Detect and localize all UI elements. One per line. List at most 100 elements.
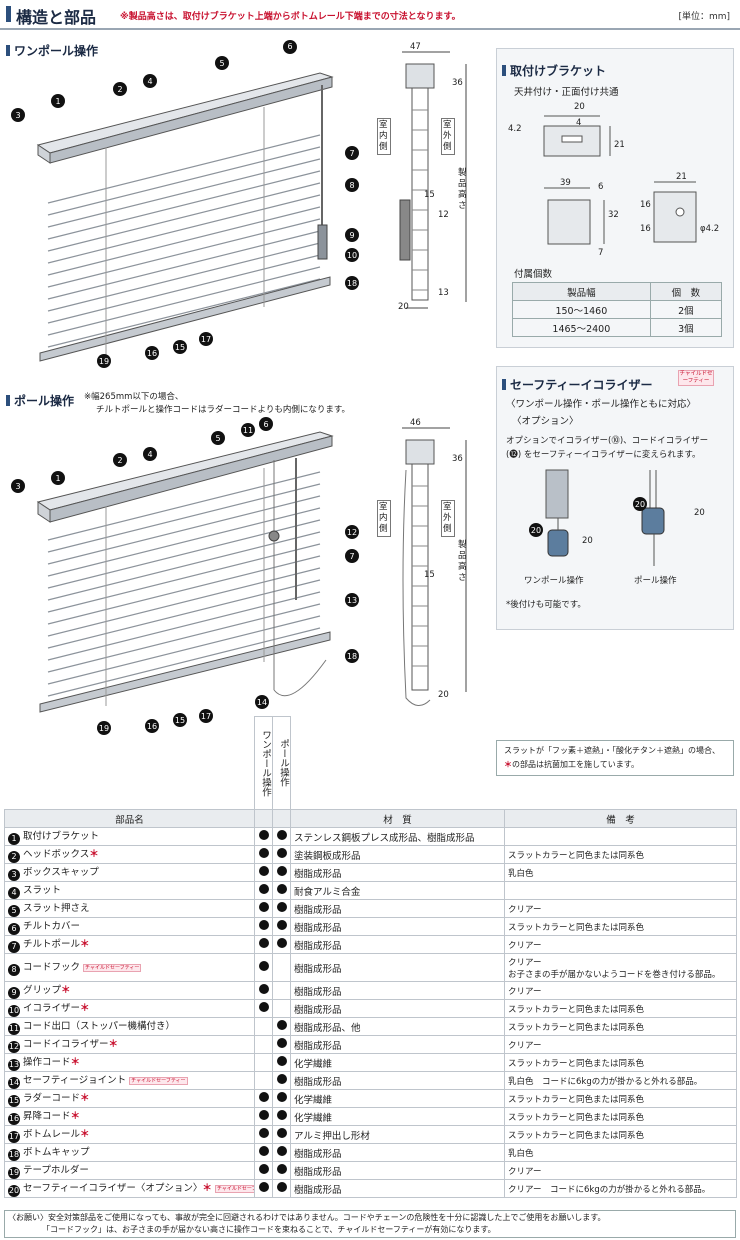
svg-text:1: 1 [55, 474, 60, 483]
dot-icon [258, 984, 269, 994]
part-name: スラット [23, 885, 62, 896]
remarks-cell: クリアー [504, 1035, 737, 1054]
dot-icon [276, 1056, 287, 1066]
pole-note-1: ※幅265mm以下の場合、 [84, 392, 184, 402]
indoor-label: 室内側 [377, 118, 391, 155]
callout: 1 [55, 97, 60, 106]
remarks-text: クリアー [508, 904, 542, 915]
footer-box [4, 1210, 736, 1238]
onepole-mark [254, 935, 273, 954]
material-cell: 樹脂成形品 [290, 999, 505, 1018]
outdoor-label: 室外側 [441, 118, 455, 155]
pole-illustration: 1 2 3 4 5 11 6 12 7 13 18 14 17 15 16 19 [11, 417, 359, 735]
dim-13: 13 [438, 288, 449, 298]
dot-icon [258, 902, 269, 912]
dot-icon [276, 884, 287, 894]
dot-icon [258, 1182, 269, 1192]
svg-text:15: 15 [175, 716, 185, 725]
material-cell: 樹脂成形品 [290, 953, 505, 982]
height-label: 製品高さ [458, 168, 467, 211]
remarks-text: クリアー [508, 986, 542, 997]
svg-text:3: 3 [15, 482, 20, 491]
dot-icon [258, 961, 269, 971]
dot-icon [276, 866, 287, 876]
remarks-cell: クリアーお子さまの手が届かないようコードを巻き付ける部品。 [504, 953, 737, 982]
dot-icon [258, 938, 269, 948]
part-name: チルトポール [23, 939, 81, 950]
pole-title: ポール操作 [6, 392, 74, 409]
svg-text:16: 16 [147, 722, 157, 731]
bracket-dim-7: 32 [608, 210, 619, 220]
part-name: テープホルダー [23, 1165, 89, 1176]
dot-icon [258, 830, 269, 840]
dot-icon [276, 830, 287, 840]
bracket-table-title: 付属個数 [514, 269, 553, 280]
part-number: 17 [8, 1131, 20, 1143]
part-name: 操作コード [23, 1057, 71, 1068]
part-name: 昇降コード [23, 1111, 71, 1122]
part-number: 8 [8, 964, 20, 976]
th-spacer-2 [291, 717, 505, 810]
bracket-cell: 2個 [649, 300, 723, 319]
dot-icon [258, 1164, 269, 1174]
svg-text:20: 20 [531, 526, 541, 535]
dot-icon [276, 1092, 287, 1102]
antibac-mark: ＊ [70, 1111, 81, 1122]
onepole-mark [254, 881, 273, 900]
pole-mark [272, 953, 291, 982]
callout-6: 6 [283, 40, 297, 54]
dim-12: 12 [438, 210, 449, 220]
dim-15: 15 [424, 190, 435, 200]
part-number: 10 [8, 1005, 20, 1017]
page-title: 構造と部品 [16, 8, 97, 27]
svg-text:10: 10 [347, 251, 357, 260]
th-part-name: 部品名 [4, 809, 255, 828]
th-remarks: 備 考 [504, 809, 737, 828]
part-number: 11 [8, 1023, 20, 1035]
bracket-subtitle: 天井付け・正面付け共通 [514, 87, 619, 98]
dot-icon [258, 1128, 269, 1138]
bracket-dim-5: 39 [560, 178, 571, 188]
dim-47: 47 [410, 42, 421, 52]
remarks-cell: クリアー [504, 981, 737, 1000]
svg-text:15: 15 [175, 343, 185, 352]
pole-mark [272, 1143, 291, 1162]
safety-dim-a: 20 [582, 536, 593, 546]
bracket-dim-2: 4 [576, 118, 582, 128]
safety-note: *後付けも可能です。 [506, 600, 586, 610]
onepole-mark [254, 1179, 273, 1198]
remarks-text: スラットカラーと同色または同系色 [508, 1058, 645, 1069]
dot-icon [276, 1110, 287, 1120]
pole-indoor-label: 室内側 [377, 500, 391, 537]
remarks-cell: スラットカラーと同色または同系色 [504, 1125, 737, 1144]
part-number: 20 [8, 1185, 20, 1197]
onepole-mark [254, 1125, 273, 1144]
th-spacer [5, 717, 255, 810]
remarks-cell: スラットカラーと同色または同系色 [504, 917, 737, 936]
part-name: ラダーコード [23, 1093, 81, 1104]
material-cell: 樹脂成形品 [290, 917, 505, 936]
bracket-cell: 3個 [649, 318, 723, 337]
pole-mark [272, 1053, 291, 1072]
material-cell: 塗装鋼板成形品 [290, 845, 505, 864]
footer-line-2: 「コードフック」は、お子さまの手が届かない高さに操作コードを束ねることで、チャイ… [42, 1225, 496, 1234]
part-number: 16 [8, 1113, 20, 1125]
part-number: 14 [8, 1077, 20, 1089]
svg-text:2: 2 [117, 456, 122, 465]
bracket-th-count: 個 数 [649, 282, 723, 301]
svg-text:7: 7 [349, 552, 354, 561]
part-number: 5 [8, 905, 20, 917]
